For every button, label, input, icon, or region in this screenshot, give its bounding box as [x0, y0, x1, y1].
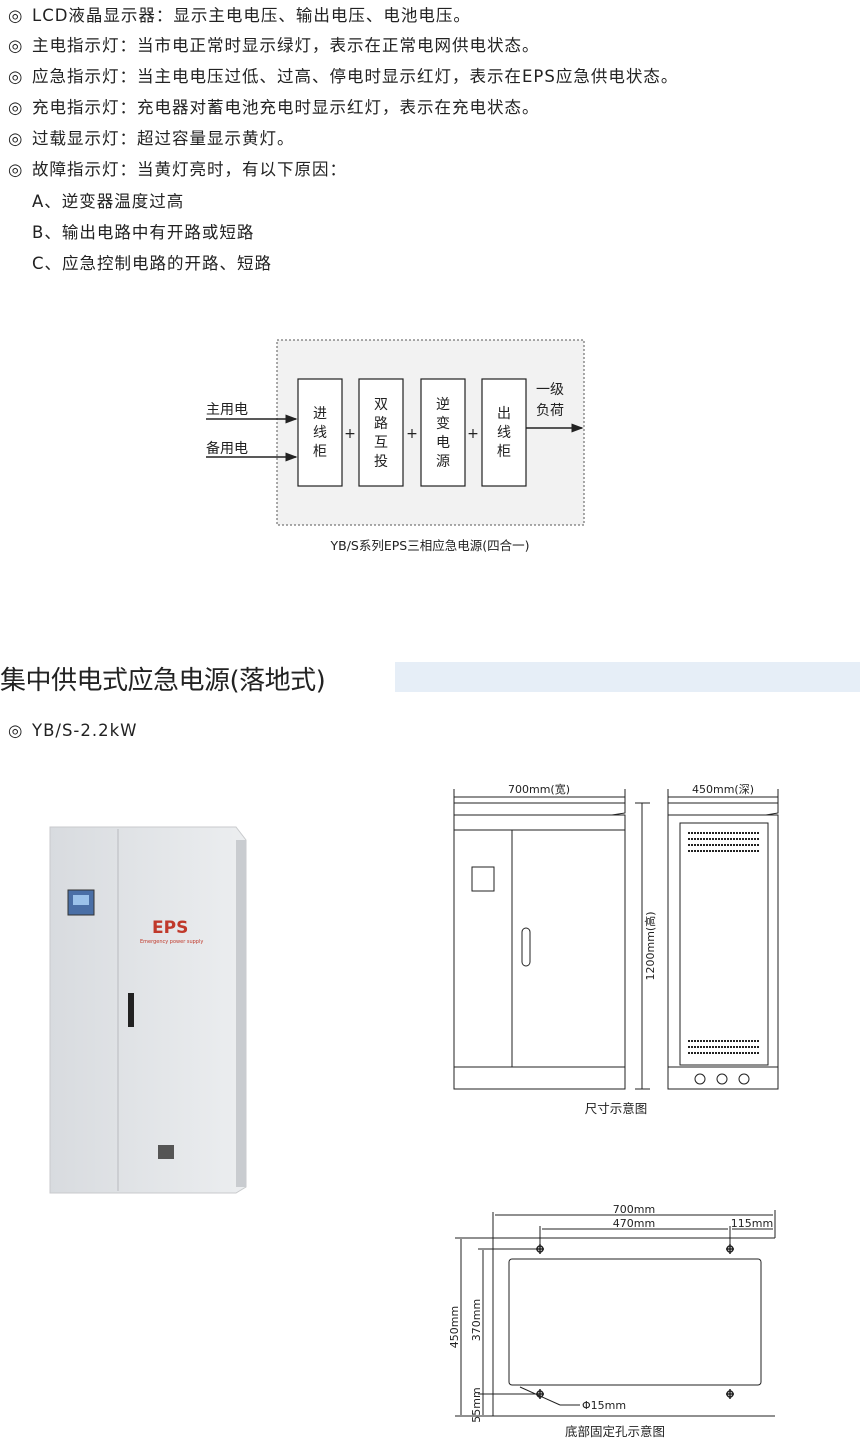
base-hole-drawing: 700mm 470mm 115mm 450mm 370mm 55mm Φ15mm… [448, 1203, 776, 1439]
dimension-caption: 尺寸示意图 [585, 1101, 648, 1116]
system-block-diagram: 主用电 备用电 进 线 柜 双 路 互 投 逆 变 电 源 出 线 柜 + + … [206, 339, 585, 553]
block-outgoing [481, 378, 527, 487]
height-label: 1200mm(高) [643, 911, 657, 980]
plus-icon: + [344, 426, 356, 442]
feature-item: ◎ LCD液晶显示器：显示主电电压、输出电压、电池电压。 [8, 2, 471, 26]
door-handle [128, 993, 134, 1027]
hole-span-label: 470mm [613, 1217, 655, 1230]
block-text: 柜 [313, 444, 327, 460]
block-text: 源 [436, 454, 450, 470]
block-text: 互 [374, 435, 388, 451]
block-text: 双 [374, 397, 388, 413]
bullet-icon: ◎ [8, 98, 24, 117]
input-main-label: 主用电 [206, 402, 248, 418]
cabinet-photo: EPS Emergency power supply [49, 826, 247, 1194]
bullet-icon: ◎ [8, 67, 24, 86]
hole-diameter-label: Φ15mm [582, 1399, 626, 1412]
feature-text: LCD液晶显示器：显示主电电压、输出电压、电池电压。 [32, 6, 471, 25]
block-text: 投 [374, 454, 388, 470]
width-label: 700mm(宽) [508, 782, 570, 796]
block-text: 出 [497, 406, 511, 422]
eps-logo-sub: Emergency power supply [140, 939, 203, 945]
section-title: 集中供电式应急电源(落地式) [0, 666, 326, 696]
block-transfer [358, 378, 404, 487]
bullet-icon: ◎ [8, 160, 24, 179]
dimension-drawing: 700mm(宽) 450mm(深) 1200mm(高) 尺寸示意图 [453, 782, 779, 1116]
feature-text: 过载显示灯：超过容量显示黄灯。 [32, 129, 295, 148]
feature-item: ◎ 应急指示灯：当主电电压过低、过高、停电时显示红灯，表示在EPS应急供电状态。 [8, 63, 678, 87]
base-width-label: 700mm [613, 1203, 655, 1216]
input-backup-label: 备用电 [206, 440, 248, 457]
feature-item: ◎ 充电指示灯：充电器对蓄电池充电时显示红灯，表示在充电状态。 [8, 94, 540, 118]
bullet-icon: ◎ [8, 6, 24, 25]
edge-offset-label: 115mm [731, 1217, 773, 1230]
depth-edge-label: 55mm [470, 1387, 483, 1422]
feature-item: ◎ 故障指示灯：当黄灯亮时，有以下原因： [8, 156, 347, 180]
feature-text: 故障指示灯：当黄灯亮时，有以下原因： [32, 160, 347, 179]
block-text: 变 [436, 416, 450, 432]
block-text: 柜 [497, 444, 511, 460]
block-text: 电 [436, 435, 450, 451]
base-depth-label: 450mm [448, 1306, 461, 1348]
bullet-icon: ◎ [8, 129, 24, 148]
mounting-holes [536, 1244, 734, 1399]
hole-depth-span-label: 370mm [470, 1299, 483, 1341]
block-text: 线 [313, 425, 327, 441]
model-label: ◎ YB/S-2.2kW [8, 721, 138, 740]
eps-logo: EPS [152, 918, 188, 938]
model-text: YB/S-2.2kW [32, 721, 138, 740]
bullet-icon: ◎ [8, 36, 24, 55]
diagram-caption: YB/S系列EPS三相应急电源(四合一) [330, 538, 530, 553]
cause-item: C、应急控制电路的开路、短路 [32, 254, 273, 273]
cause-item: A、逆变器温度过高 [32, 192, 185, 211]
feature-text: 主电指示灯：当市电正常时显示绿灯，表示在正常电网供电状态。 [32, 36, 540, 55]
block-text: 进 [313, 406, 327, 422]
feature-text: 应急指示灯：当主电电压过低、过高、停电时显示红灯，表示在EPS应急供电状态。 [32, 67, 679, 86]
feature-item: ◎ 过载显示灯：超过容量显示黄灯。 [8, 125, 295, 149]
bullet-icon: ◎ [8, 721, 24, 740]
feature-text: 充电指示灯：充电器对蓄电池充电时显示红灯，表示在充电状态。 [32, 98, 540, 117]
plus-icon: + [467, 426, 479, 442]
base-caption: 底部固定孔示意图 [565, 1424, 665, 1439]
output-label: 一级 [536, 382, 564, 398]
block-text: 线 [497, 425, 511, 441]
block-text: 路 [374, 416, 388, 432]
cause-item: B、输出电路中有开路或短路 [32, 223, 255, 242]
plus-icon: + [406, 426, 418, 442]
output-label: 负荷 [536, 403, 564, 419]
section-accent-bar [395, 662, 860, 692]
lock-icon [158, 1145, 174, 1159]
depth-label: 450mm(深) [692, 783, 754, 796]
block-text: 逆 [436, 397, 450, 413]
feature-item: ◎ 主电指示灯：当市电正常时显示绿灯，表示在正常电网供电状态。 [8, 32, 540, 56]
block-inverter [420, 378, 466, 487]
block-incoming [297, 378, 343, 487]
